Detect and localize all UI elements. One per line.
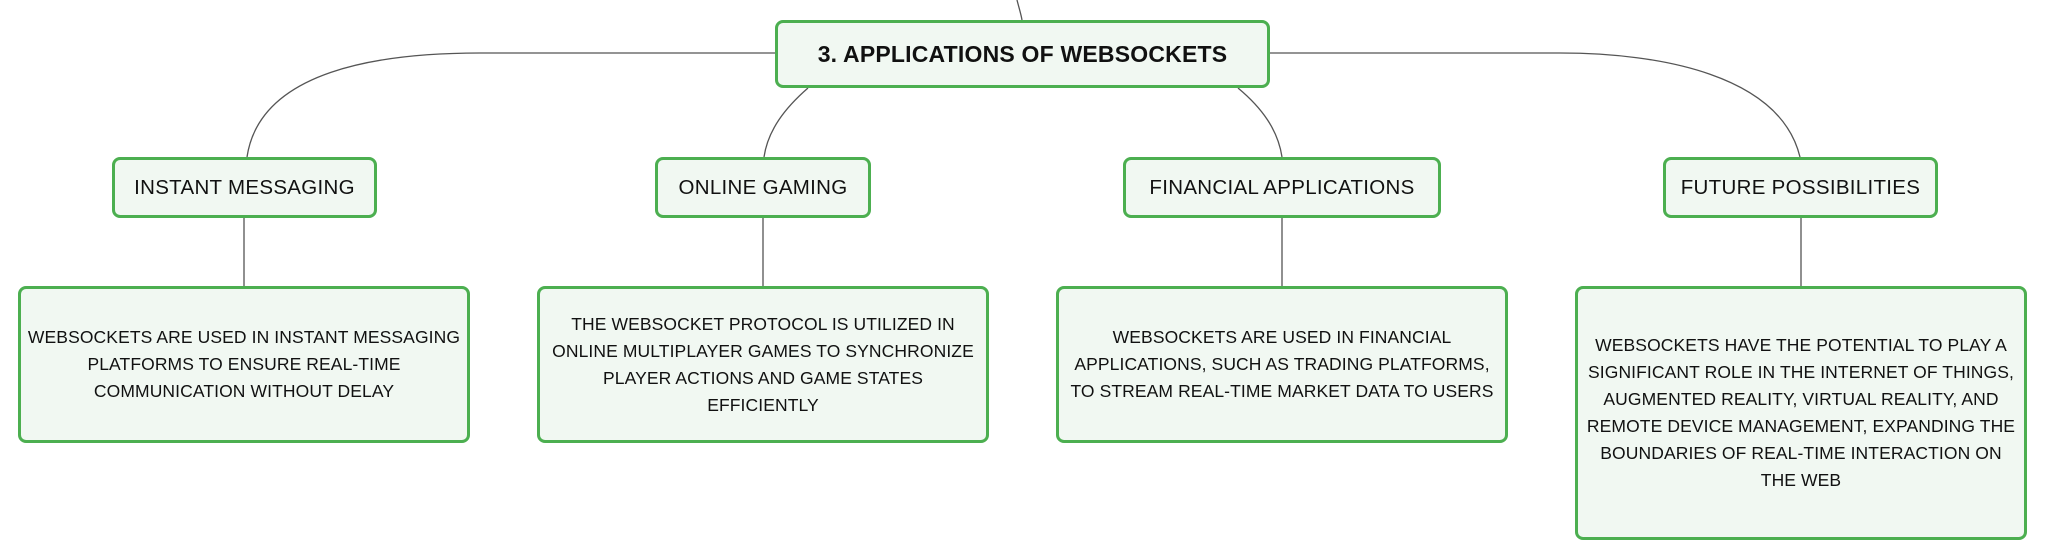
- connector-root-future-possibilities: [1269, 52, 1801, 158]
- connector-root-instant-messaging: [246, 52, 776, 158]
- topic-instant-messaging[interactable]: INSTANT MESSAGING: [112, 157, 377, 218]
- detail-future-possibilities[interactable]: WEBSOCKETS HAVE THE POTENTIAL TO PLAY A …: [1575, 286, 2027, 540]
- detail-financial-applications[interactable]: WEBSOCKETS ARE USED IN FINANCIAL APPLICA…: [1056, 286, 1508, 443]
- detail-instant-messaging[interactable]: WEBSOCKETS ARE USED IN INSTANT MESSAGING…: [18, 286, 470, 443]
- topic-online-gaming[interactable]: ONLINE GAMING: [655, 157, 871, 218]
- root-label: 3. APPLICATIONS OF WEBSOCKETS: [817, 40, 1228, 67]
- topic-label: INSTANT MESSAGING: [134, 175, 355, 199]
- topic-future-possibilities[interactable]: FUTURE POSSIBILITIES: [1663, 157, 1938, 218]
- topic-label: ONLINE GAMING: [678, 175, 848, 199]
- parent-connector: [1016, 0, 1023, 21]
- topic-financial-applications[interactable]: FINANCIAL APPLICATIONS: [1123, 157, 1441, 218]
- connector-root-financial-applications: [1237, 87, 1283, 158]
- detail-text: WEBSOCKETS HAVE THE POTENTIAL TO PLAY A …: [1586, 335, 2016, 490]
- detail-text: WEBSOCKETS ARE USED IN FINANCIAL APPLICA…: [1070, 327, 1494, 401]
- detail-text: WEBSOCKETS ARE USED IN INSTANT MESSAGING…: [27, 327, 461, 401]
- connector-root-online-gaming: [763, 87, 809, 158]
- detail-text: THE WEBSOCKET PROTOCOL IS UTILIZED IN ON…: [552, 313, 974, 415]
- detail-online-gaming[interactable]: THE WEBSOCKET PROTOCOL IS UTILIZED IN ON…: [537, 286, 989, 443]
- topic-label: FUTURE POSSIBILITIES: [1680, 175, 1921, 199]
- topic-label: FINANCIAL APPLICATIONS: [1149, 175, 1415, 199]
- root-node[interactable]: 3. APPLICATIONS OF WEBSOCKETS: [775, 20, 1270, 88]
